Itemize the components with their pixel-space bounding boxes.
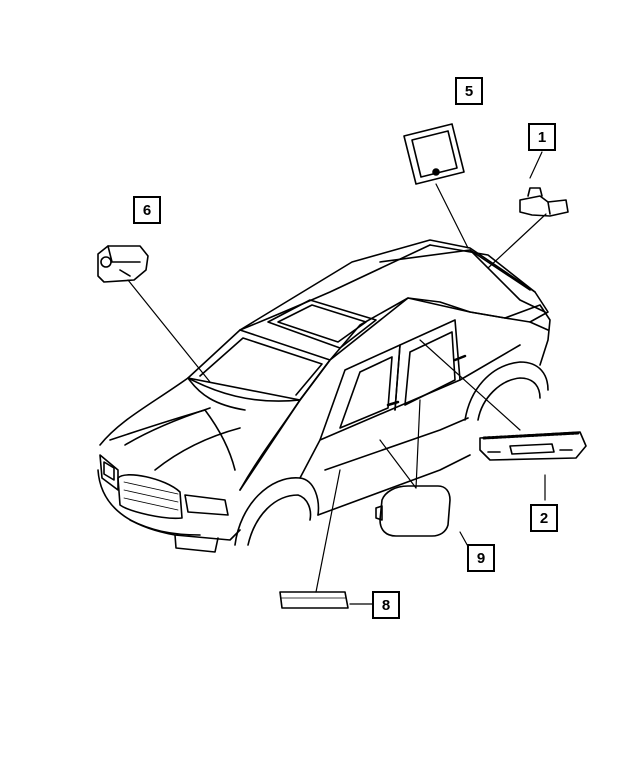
part-1-bracket [519, 187, 569, 217]
grille [117, 474, 183, 520]
sunroof [267, 299, 377, 349]
leader-lines [127, 151, 547, 605]
callout-9: 9 [467, 544, 495, 572]
car-body [97, 239, 551, 553]
callout-5: 5 [455, 77, 483, 105]
callout-1: 1 [528, 123, 556, 151]
callout-6: 6 [133, 196, 161, 224]
part-2-lamp [479, 431, 587, 461]
part-9-fuel-door [375, 485, 451, 537]
callout-2: 2 [530, 504, 558, 532]
part-8-trim-strip [279, 591, 349, 609]
callout-8: 8 [372, 591, 400, 619]
part-6-sensor [97, 245, 149, 283]
part-5-roof-module [403, 123, 465, 185]
